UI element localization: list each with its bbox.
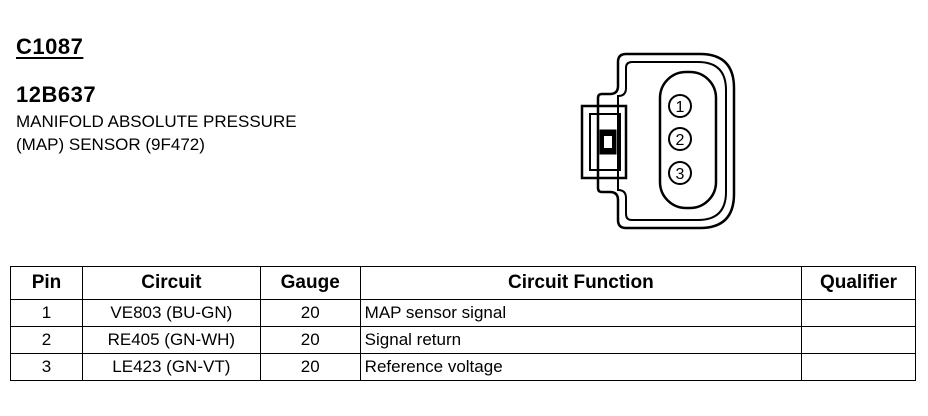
cell-function: Reference voltage <box>359 353 803 381</box>
pin-1-marker: 1 <box>668 94 692 118</box>
locking-tab <box>580 104 628 180</box>
header-circuit-function: Circuit Function <box>359 266 803 300</box>
locking-tab-inner <box>589 113 621 171</box>
pin-3-marker: 3 <box>668 161 692 185</box>
cell-circuit: RE405 (GN-WH) <box>81 326 261 354</box>
pin-3-label: 3 <box>676 166 685 183</box>
cell-pin: 3 <box>10 353 83 381</box>
cell-circuit: LE423 (GN-VT) <box>81 353 261 381</box>
cell-pin: 1 <box>10 299 83 327</box>
locking-latch-window <box>604 136 612 148</box>
pin-2-label: 2 <box>676 132 685 149</box>
table-row: 1 VE803 (BU-GN) 20 MAP sensor signal <box>10 299 916 327</box>
cell-function: Signal return <box>359 326 803 354</box>
cell-qualifier <box>801 299 916 327</box>
connector-inner-housing <box>617 61 727 221</box>
cell-qualifier <box>801 353 916 381</box>
cell-gauge: 20 <box>259 326 361 354</box>
table-row: 2 RE405 (GN-WH) 20 Signal return <box>10 326 916 354</box>
cell-function: MAP sensor signal <box>359 299 803 327</box>
component-description-line-2: (MAP) SENSOR (9F472) <box>16 135 205 154</box>
table-header-row: Pin Circuit Gauge Circuit Function Quali… <box>10 266 916 300</box>
connector-id: C1087 <box>16 34 84 59</box>
cell-qualifier <box>801 326 916 354</box>
header-gauge: Gauge <box>259 266 361 300</box>
table-row: 3 LE423 (GN-VT) 20 Reference voltage <box>10 353 916 381</box>
pin-1-label: 1 <box>676 99 685 116</box>
cell-circuit: VE803 (BU-GN) <box>81 299 261 327</box>
connector-outer-housing <box>596 52 736 230</box>
cell-pin: 2 <box>10 326 83 354</box>
header-pin: Pin <box>10 266 83 300</box>
component-description-line-1: MANIFOLD ABSOLUTE PRESSURE <box>16 112 297 131</box>
cell-gauge: 20 <box>259 299 361 327</box>
cell-gauge: 20 <box>259 353 361 381</box>
connector-face-diagram: 1 2 3 <box>580 52 736 230</box>
header-circuit: Circuit <box>81 266 261 300</box>
pin-2-marker: 2 <box>668 127 692 151</box>
pin-cavity <box>658 70 718 210</box>
part-number: 12B637 <box>16 82 97 107</box>
pinout-table: Pin Circuit Gauge Circuit Function Quali… <box>10 266 916 381</box>
header-qualifier: Qualifier <box>801 266 916 300</box>
